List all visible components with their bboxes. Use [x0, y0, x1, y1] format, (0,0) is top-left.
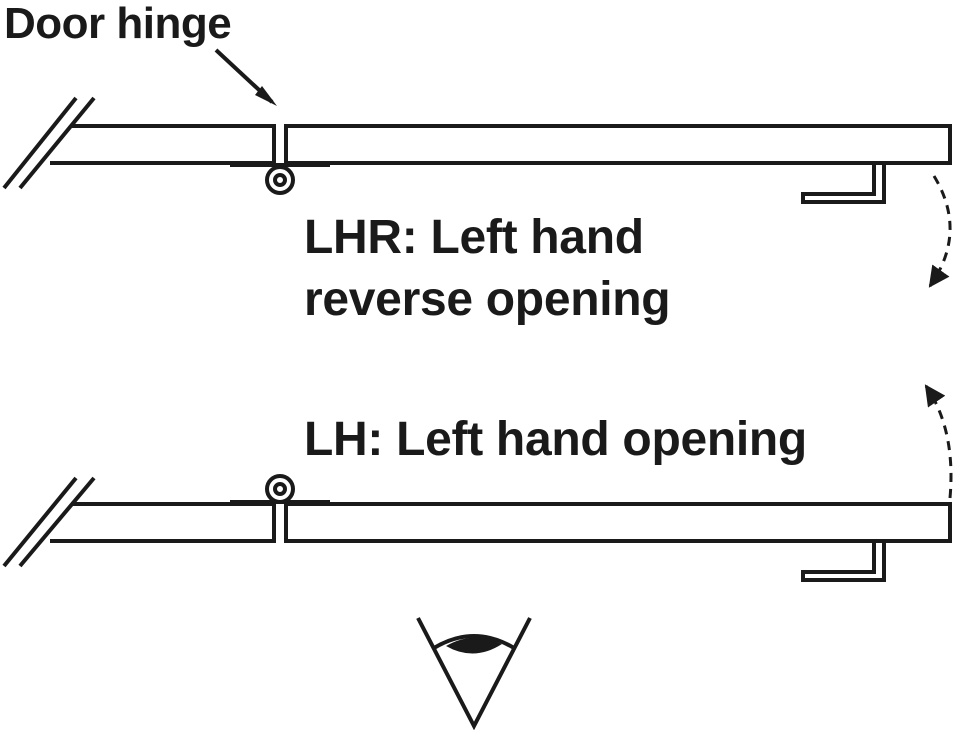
lh-hinge-knuckle	[265, 474, 295, 504]
lh-door-handle	[801, 541, 886, 582]
lhr-swing-arrow	[928, 175, 952, 288]
lhr-hinge-knuckle	[265, 165, 295, 195]
lh-swing-arrow	[924, 384, 953, 499]
lh-hinge-pin	[273, 482, 287, 496]
eye-icon	[416, 617, 532, 731]
lhr-hinge-pin	[273, 173, 287, 187]
lhr-door-panel	[284, 124, 952, 165]
lhr-cabinet-side	[50, 124, 276, 165]
lhr-label-line-1: LHR: Left hand	[304, 211, 644, 264]
lh-label: LH: Left hand opening	[304, 413, 807, 466]
lh-configuration	[2, 384, 953, 582]
lhr-label-line-2: reverse opening	[304, 273, 671, 326]
lh-wall-break-line-1	[2, 476, 78, 568]
lh-door-panel	[284, 502, 952, 543]
lhr-wall-break-line-1	[2, 96, 78, 190]
lh-cabinet-side	[50, 502, 276, 543]
lh-wall-break-line-2	[18, 476, 96, 568]
lhr-wall-break-line-2	[18, 96, 96, 190]
lhr-door-handle	[801, 163, 886, 204]
hinge-pointer-arrowhead	[255, 86, 277, 106]
door-hinge-label: Door hinge	[4, 0, 232, 48]
lhr-configuration	[2, 96, 952, 288]
